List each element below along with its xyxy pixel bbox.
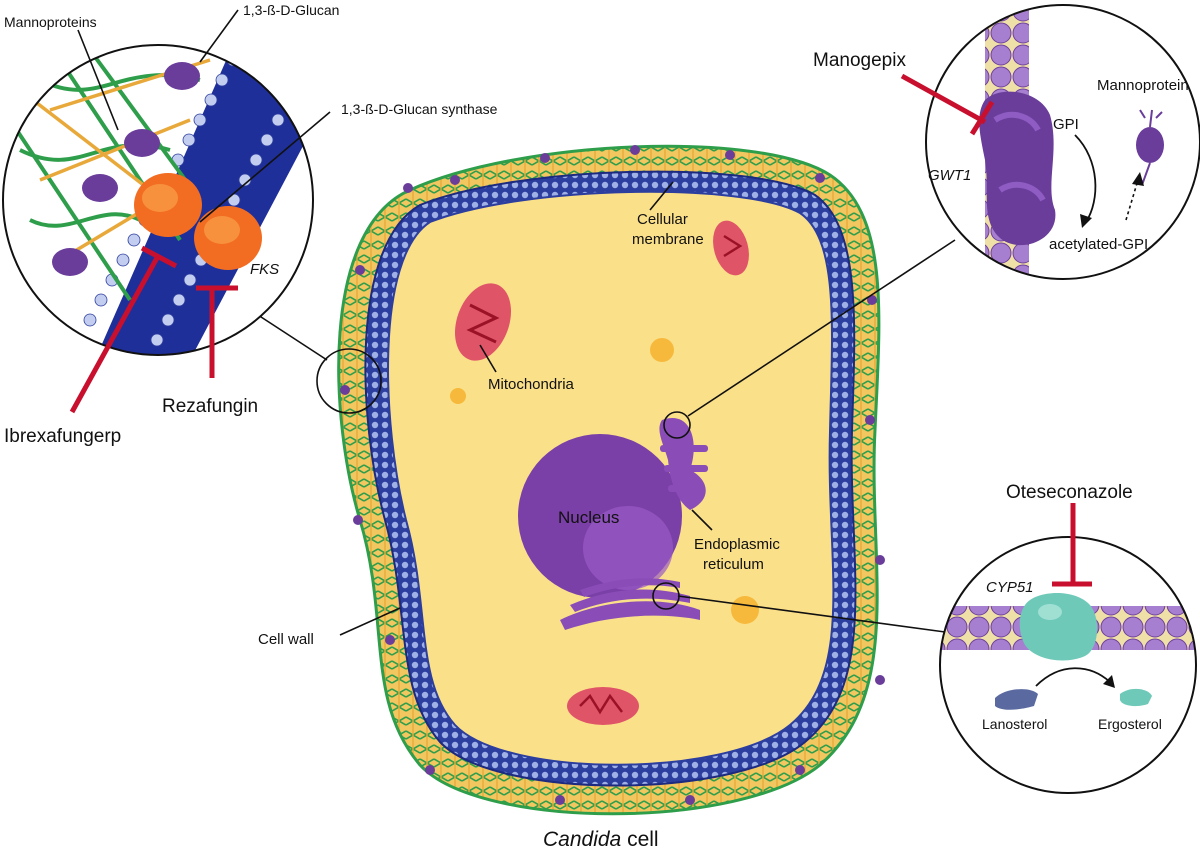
label-mitochondria: Mitochondria <box>488 376 575 393</box>
leader-wall <box>339 607 401 636</box>
label-cyp51: CYP51 <box>986 579 1034 596</box>
label-cellular-membrane-1: Cellular <box>637 211 688 228</box>
cyp51-enzyme <box>1019 592 1098 661</box>
endoplasmic-reticulum <box>560 418 708 630</box>
vesicle <box>731 596 759 624</box>
label-gwt1: GWT1 <box>928 167 971 184</box>
label-lanosterol: Lanosterol <box>982 716 1047 732</box>
inset-gwt1 <box>925 4 1200 280</box>
leader-mannoproteins <box>77 29 119 131</box>
mitochondrion-2 <box>713 220 749 276</box>
label-gpi: GPI <box>1053 116 1079 133</box>
label-rezafungin: Rezafungin <box>162 396 258 417</box>
mitochondrion-1 <box>454 283 512 361</box>
inhibitor-manogepix <box>900 73 995 136</box>
label-fks: FKS <box>250 261 279 278</box>
inset-cell-wall <box>2 44 314 356</box>
label-er-2: reticulum <box>703 556 764 573</box>
leader-glucan <box>199 9 239 63</box>
label-er-1: Endoplasmic <box>694 536 780 553</box>
mitochondrion-3 <box>567 687 639 725</box>
connector-er <box>687 239 956 417</box>
caption-genus: Candida <box>543 828 621 851</box>
vesicle <box>650 338 674 362</box>
figure-caption: Candida cell <box>543 828 659 851</box>
label-glucan: 1,3-ß-D-Glucan <box>243 2 339 18</box>
wall-mannoproteins <box>340 145 885 805</box>
leader-er <box>691 509 713 531</box>
mannoprotein-molecule <box>1136 109 1164 186</box>
ref-circle-wall <box>316 348 382 414</box>
connector-wall <box>257 314 328 361</box>
label-nucleus: Nucleus <box>558 508 619 527</box>
gwt1-protein <box>979 91 1056 246</box>
connector-membrane <box>677 595 946 633</box>
leader-membrane <box>649 181 674 211</box>
main-cell <box>316 144 885 816</box>
label-mannoproteins: Mannoproteins <box>4 14 97 30</box>
inhibitor-ibrexafungerp <box>69 245 178 414</box>
vesicle <box>450 388 466 404</box>
inhibitor-rezafungin <box>196 285 238 378</box>
label-mannoprotein: Mannoprotein <box>1097 77 1189 94</box>
nucleus <box>518 434 682 598</box>
inhibitor-oteseconazole <box>1052 503 1092 587</box>
label-ergosterol: Ergosterol <box>1098 716 1162 732</box>
label-manogepix: Manogepix <box>813 50 906 71</box>
lanosterol-molecule <box>995 689 1038 710</box>
inset-cyp51 <box>939 536 1197 794</box>
caption-suffix: cell <box>621 828 658 851</box>
ref-circle-er <box>663 411 691 439</box>
label-acetylated-gpi: acetylated-GPI <box>1049 236 1148 253</box>
label-ibrexafungerp: Ibrexafungerp <box>4 426 121 447</box>
fks-enzyme <box>134 173 262 270</box>
label-cellular-membrane-2: membrane <box>632 231 704 248</box>
leader-mito <box>479 344 497 373</box>
leader-synthase <box>199 111 331 223</box>
label-glucan-synthase: 1,3-ß-D-Glucan synthase <box>341 101 498 117</box>
label-oteseconazole: Oteseconazole <box>1006 482 1133 503</box>
label-cell-wall: Cell wall <box>258 631 314 648</box>
ergosterol-molecule <box>1120 688 1152 707</box>
